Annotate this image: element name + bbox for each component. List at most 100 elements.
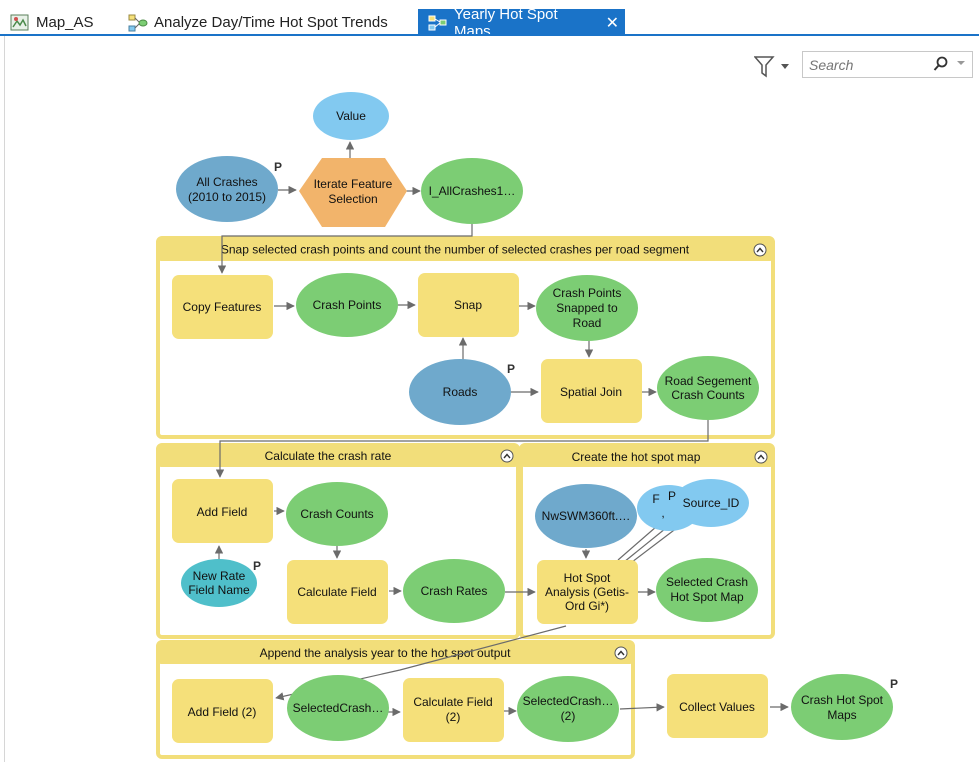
svg-text:Ord Gi*): Ord Gi*) (565, 599, 609, 613)
svg-text:Hot Spot: Hot Spot (564, 571, 611, 585)
filter-button[interactable] (753, 56, 794, 78)
node-add-field-2[interactable]: Add Field (2) (172, 679, 273, 743)
svg-text:Maps: Maps (827, 708, 856, 722)
node-road-segment-crash-counts[interactable]: Road Segement Crash Counts (657, 356, 759, 420)
search-box[interactable] (802, 51, 973, 78)
node-crash-hot-spot-maps[interactable]: Crash Hot Spot Maps P (791, 674, 898, 740)
collapse-icon[interactable] (500, 449, 514, 463)
svg-text:Road: Road (573, 316, 602, 330)
model-icon (428, 13, 448, 33)
svg-text:Spatial Join: Spatial Join (560, 385, 622, 399)
tab-analyze-day-time[interactable]: Analyze Day/Time Hot Spot Trends (118, 9, 418, 36)
svg-text:Crash Points: Crash Points (553, 286, 622, 300)
svg-text:Value: Value (336, 109, 366, 123)
svg-text:Snapped to: Snapped to (556, 301, 618, 315)
group-title: Calculate the crash rate (265, 449, 392, 463)
collapse-icon[interactable] (754, 450, 768, 464)
node-crash-counts[interactable]: Crash Counts (286, 482, 388, 546)
parameter-marker: P (274, 160, 282, 174)
node-selectedcrash-2[interactable]: SelectedCrash… (2) (517, 676, 619, 742)
search-dropdown-icon[interactable] (957, 61, 965, 65)
node-value[interactable]: Value (313, 92, 389, 140)
svg-text:(2): (2) (561, 709, 576, 723)
group-snap[interactable]: Snap selected crash points and count the… (156, 236, 775, 439)
node-spatial-join[interactable]: Spatial Join (541, 359, 642, 423)
search-input[interactable] (809, 55, 924, 74)
collapse-icon[interactable] (753, 243, 767, 257)
svg-text:Field Name: Field Name (188, 583, 250, 597)
svg-text:Road Segement: Road Segement (665, 374, 752, 388)
node-snap[interactable]: Snap (418, 273, 519, 337)
svg-text:Collect Values: Collect Values (679, 700, 755, 714)
tab-underline (0, 34, 979, 36)
parameter-marker: P (890, 677, 898, 691)
svg-text:SelectedCrash…: SelectedCrash… (293, 701, 384, 715)
svg-text:Crash Counts: Crash Counts (300, 507, 373, 521)
svg-text:Calculate Field: Calculate Field (297, 585, 376, 599)
tab-label: Map_AS (36, 14, 94, 31)
node-selectedcrash[interactable]: SelectedCrash… (287, 675, 389, 741)
svg-text:Add Field: Add Field (197, 505, 248, 519)
node-iterate-feature-selection[interactable]: Iterate Feature Selection (299, 158, 407, 227)
svg-text:Iterate Feature: Iterate Feature (314, 177, 393, 191)
svg-text:New Rate: New Rate (193, 569, 246, 583)
svg-text:P: P (668, 489, 676, 503)
close-icon[interactable]: ✕ (605, 14, 619, 32)
svg-text:Copy Features: Copy Features (183, 300, 262, 314)
group-rate[interactable]: Calculate the crash rate (156, 443, 520, 639)
svg-text:SelectedCrash…: SelectedCrash… (523, 694, 614, 708)
node-add-field[interactable]: Add Field (172, 479, 273, 543)
tab-map-as[interactable]: Map_AS (0, 9, 118, 36)
node-collect-values[interactable]: Collect Values (667, 674, 768, 738)
group-append[interactable]: Append the analysis year to the hot spot… (156, 640, 635, 759)
map-icon (10, 13, 30, 33)
node-nwswm360ft[interactable]: NwSWM360ft.… (535, 484, 637, 548)
group-hotspot[interactable]: Create the hot spot map (519, 443, 775, 639)
svg-text:Selected Crash: Selected Crash (666, 575, 748, 589)
chevron-down-icon (781, 64, 789, 69)
svg-text:Hot Spot Map: Hot Spot Map (670, 590, 744, 604)
svg-text:F: F (652, 492, 659, 506)
svg-text:Crash Counts: Crash Counts (671, 388, 744, 402)
group-title: Snap selected crash points and count the… (221, 243, 690, 257)
parameter-marker: P (253, 559, 261, 573)
node-roads[interactable]: Roads P (409, 359, 515, 425)
svg-text:Analysis (Getis-: Analysis (Getis- (545, 585, 629, 599)
connectors (214, 141, 789, 717)
svg-text:Source_ID: Source_ID (683, 496, 740, 510)
svg-text:(2): (2) (446, 710, 461, 724)
svg-text:Snap: Snap (454, 298, 482, 312)
node-crash-points[interactable]: Crash Points (296, 273, 398, 337)
svg-text:I_AllCrashes1…: I_AllCrashes1… (429, 184, 516, 198)
node-calculate-field[interactable]: Calculate Field (287, 560, 388, 624)
svg-text:Selection: Selection (328, 192, 377, 206)
node-calculate-field-2[interactable]: Calculate Field (2) (403, 678, 504, 742)
node-source-id[interactable]: Source_ID (673, 479, 749, 527)
group-title: Create the hot spot map (572, 450, 701, 464)
node-all-crashes[interactable]: All Crashes (2010 to 2015) P (176, 156, 282, 222)
node-new-rate-field-name[interactable]: New Rate Field Name P (181, 559, 261, 607)
svg-text:Crash Rates: Crash Rates (421, 584, 488, 598)
node-hot-spot-analysis[interactable]: Hot Spot Analysis (Getis- Ord Gi*) (537, 560, 638, 624)
search-icon[interactable] (933, 56, 949, 77)
svg-text:All Crashes: All Crashes (196, 175, 257, 189)
node-i-allcrashes[interactable]: I_AllCrashes1… (421, 158, 523, 224)
tab-bar: Map_AS Analyze Day/Time Hot Spot Trends … (0, 0, 979, 40)
svg-text:(2010 to 2015): (2010 to 2015) (188, 190, 266, 204)
collapse-icon[interactable] (614, 646, 628, 660)
svg-text:Crash Hot Spot: Crash Hot Spot (801, 693, 884, 707)
node-crash-rates[interactable]: Crash Rates (403, 559, 505, 623)
svg-text:Roads: Roads (443, 385, 478, 399)
svg-text:Add Field (2): Add Field (2) (188, 705, 257, 719)
model-icon (128, 13, 148, 33)
svg-text:Crash Points: Crash Points (313, 298, 382, 312)
node-selected-crash-hot-spot-map[interactable]: Selected Crash Hot Spot Map (656, 558, 758, 622)
tab-label: Analyze Day/Time Hot Spot Trends (154, 14, 388, 31)
svg-text:,: , (661, 506, 664, 520)
node-crash-points-snapped[interactable]: Crash Points Snapped to Road (536, 275, 638, 341)
group-title: Append the analysis year to the hot spot… (260, 646, 512, 660)
node-copy-features[interactable]: Copy Features (172, 275, 273, 339)
parameter-marker: P (507, 362, 515, 376)
svg-text:NwSWM360ft.…: NwSWM360ft.… (542, 509, 631, 523)
